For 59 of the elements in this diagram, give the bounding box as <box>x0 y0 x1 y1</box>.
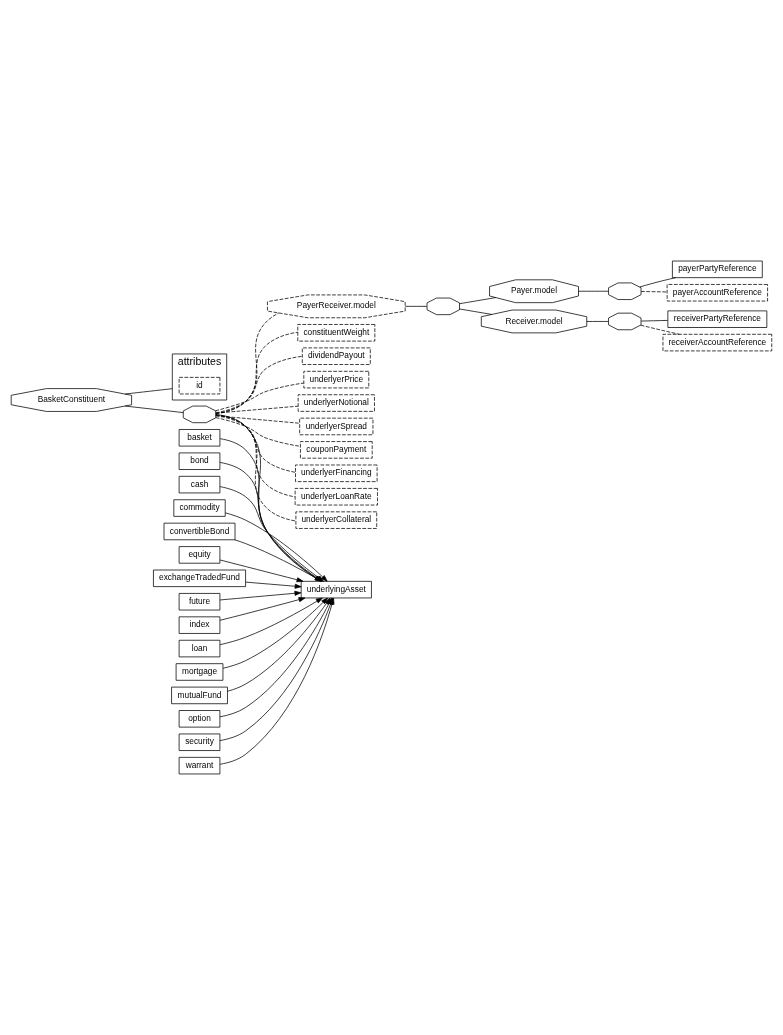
node-box: underlyerLoanRate <box>294 488 378 506</box>
connector <box>586 321 609 322</box>
node-box: underlyerCollateral <box>295 511 378 529</box>
arrow <box>219 597 306 621</box>
arrow <box>245 581 302 589</box>
node-box: mortgage <box>175 663 224 681</box>
connector <box>215 355 303 414</box>
node-box: commodity <box>173 499 226 517</box>
connector <box>578 290 609 292</box>
node-box: warrant <box>178 757 221 775</box>
node-box: convertibleBond <box>163 522 236 541</box>
node-octagon <box>182 405 217 424</box>
connector <box>215 415 296 473</box>
connector <box>640 320 669 322</box>
connector <box>215 414 297 522</box>
node-box: receiverAccountReference <box>662 333 773 352</box>
connector <box>639 277 677 288</box>
node-box: equity <box>178 546 221 564</box>
connector <box>640 291 668 293</box>
node-box: loan <box>178 639 221 658</box>
node-box: option <box>178 710 221 728</box>
node-octagon <box>426 297 460 316</box>
connector <box>215 331 299 414</box>
node-octagon <box>608 312 642 331</box>
node-box: underlyerFinancing <box>295 464 378 482</box>
connector <box>404 305 428 307</box>
arrow <box>219 590 302 601</box>
connector <box>124 388 173 395</box>
node-box: mutualFund <box>171 686 228 705</box>
node-box: underlyingAsset <box>300 580 372 599</box>
node-box: receiverPartyReference <box>667 310 768 328</box>
connector <box>459 297 497 305</box>
node-box: constituentWeight <box>297 324 376 342</box>
node-box: underlyerNotional <box>297 394 375 412</box>
connector <box>459 308 493 315</box>
node-box: bond <box>178 452 221 470</box>
node-box: underlyerSpread <box>299 417 374 436</box>
connector <box>640 324 680 335</box>
node-box: exchangeTradedFund <box>153 569 246 587</box>
node-box: payerAccountReference <box>666 284 768 302</box>
connector <box>215 414 296 498</box>
node-box: cash <box>178 475 221 494</box>
node-box: dividendPayout <box>301 347 371 365</box>
node-box: future <box>178 593 221 611</box>
node-octagon <box>608 282 642 300</box>
node-box: basket <box>178 429 221 447</box>
node-box: couponPayment <box>300 441 373 459</box>
node-box: underlyerPrice <box>303 370 370 389</box>
node-box: security <box>178 733 221 751</box>
connector <box>215 417 301 447</box>
node-box: payerPartyReference <box>672 260 763 278</box>
connector <box>215 382 304 412</box>
node-box: index <box>178 616 221 634</box>
connector <box>124 405 184 413</box>
arrow <box>219 559 304 583</box>
connector <box>215 405 299 414</box>
node-box: id <box>178 377 221 395</box>
arrow <box>222 597 328 669</box>
arrow <box>219 597 323 646</box>
